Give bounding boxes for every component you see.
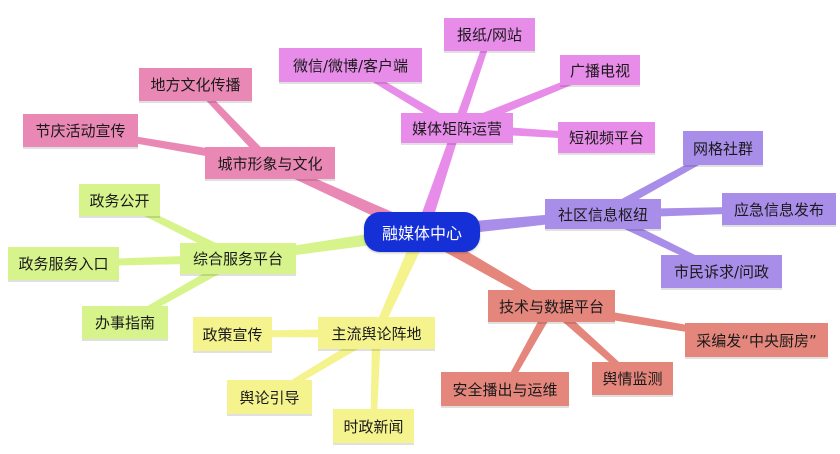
branch-label: 综合服务平台 [192, 250, 283, 268]
leaf-local-culture[interactable]: 地方文化传播 [139, 68, 252, 101]
leaf-label: 网格社群 [692, 139, 753, 158]
leaf-policy-promotion[interactable]: 政策宣传 [193, 317, 272, 351]
branch-label: 技术与数据平台 [498, 297, 604, 316]
branch-to-leaf-connector [502, 303, 556, 391]
root-to-branch-connector [372, 229, 428, 335]
branch-media-matrix[interactable]: 媒体矩阵运营 [401, 113, 513, 143]
leaf-label: 办事指南 [94, 314, 155, 332]
leaf-government-disclosure[interactable]: 政务公开 [79, 184, 160, 216]
leaf-label: 短视频平台 [568, 129, 644, 147]
leaf-political-news[interactable]: 时政新闻 [333, 409, 414, 443]
branch-tech-data[interactable]: 技术与数据平台 [488, 290, 615, 322]
branch-label: 主流舆论阵地 [331, 324, 422, 343]
leaf-opinion-guidance[interactable]: 舆论引导 [227, 380, 312, 414]
branch-to-leaf-connector [452, 33, 493, 130]
leaf-opinion-monitoring[interactable]: 舆情监测 [592, 362, 673, 395]
leaf-label: 应急信息发布 [733, 200, 824, 219]
leaf-label: 报纸/网站 [456, 26, 523, 44]
leaf-central-kitchen[interactable]: 采编发“中央厨房” [685, 323, 828, 357]
leaf-label: 政务公开 [89, 191, 150, 210]
leaf-government-services[interactable]: 政务服务入口 [8, 247, 119, 280]
branch-to-leaf-connector [193, 82, 274, 167]
branch-label: 社区信息枢纽 [557, 205, 648, 224]
leaf-label: 政策宣传 [202, 325, 263, 344]
leaf-label: 广播电视 [569, 61, 630, 80]
leaf-label: 地方文化传播 [150, 76, 241, 94]
branch-city-image[interactable]: 城市形象与文化 [205, 147, 335, 179]
leaf-label: 节庆活动宣传 [35, 122, 126, 140]
leaf-label: 采编发“中央厨房” [696, 331, 817, 350]
branch-public-opinion[interactable]: 主流舆论阵地 [318, 317, 435, 349]
branch-label: 城市形象与文化 [217, 154, 323, 173]
leaf-label: 时政新闻 [343, 417, 404, 436]
leaf-grid-community[interactable]: 网格社群 [683, 131, 763, 165]
root-to-branch-connector [415, 126, 461, 235]
leaf-broadcast-ops[interactable]: 安全播出与运维 [441, 372, 569, 406]
leaf-label: 舆情监测 [602, 370, 663, 388]
root-node[interactable]: 融媒体中心 [364, 212, 480, 252]
leaf-citizen-requests[interactable]: 市民诉求/问政 [661, 255, 782, 288]
leaf-short-video[interactable]: 短视频平台 [558, 122, 655, 153]
branch-community-hub[interactable]: 社区信息枢纽 [545, 199, 661, 229]
leaf-newspaper-website[interactable]: 报纸/网站 [444, 18, 535, 51]
branch-to-leaf-connector [370, 332, 381, 427]
leaf-festival-promotion[interactable]: 节庆活动宣传 [23, 114, 138, 147]
root-label: 融媒体中心 [381, 224, 462, 243]
branch-to-leaf-connector [548, 302, 635, 381]
branch-label: 媒体矩阵运营 [411, 119, 502, 138]
leaf-social-apps[interactable]: 微信/微博/客户端 [279, 48, 422, 82]
leaf-emergency-info[interactable]: 应急信息发布 [722, 193, 836, 225]
leaf-service-guide[interactable]: 办事指南 [82, 306, 168, 339]
leaf-label: 舆论引导 [239, 388, 300, 407]
leaf-label: 政务服务入口 [18, 255, 109, 273]
leaf-radio-tv[interactable]: 广播电视 [560, 55, 640, 85]
leaf-label: 微信/微博/客户端 [292, 56, 409, 75]
leaf-label: 市民诉求/问政 [673, 263, 770, 281]
branch-service-platform[interactable]: 综合服务平台 [180, 243, 296, 274]
leaf-label: 安全播出与运维 [452, 380, 558, 399]
